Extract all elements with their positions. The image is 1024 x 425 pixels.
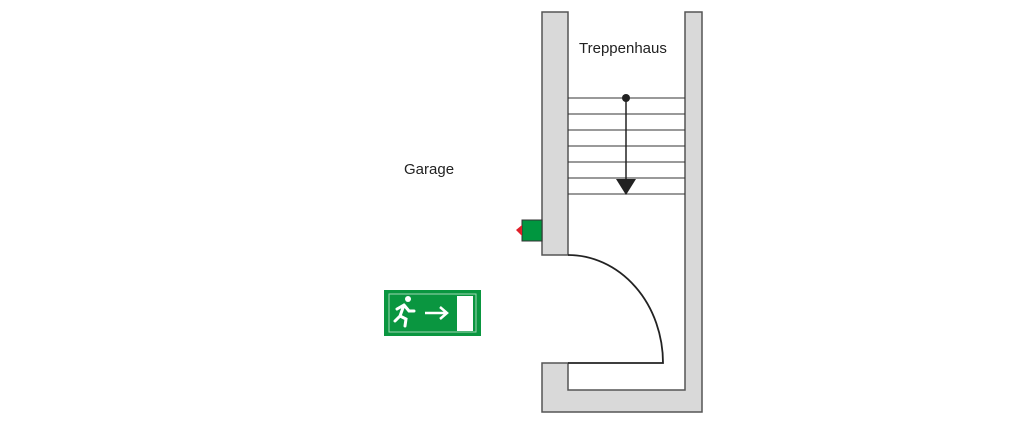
indicator-light-icon: [516, 225, 522, 236]
arrow-right-icon: [425, 306, 449, 320]
stair-direction-arrow-icon: [616, 94, 636, 195]
door-opener-device[interactable]: [521, 219, 543, 242]
exit-sign: [384, 290, 481, 336]
garage-label: Garage: [404, 161, 455, 178]
stairwell-label: Treppenhaus: [579, 40, 667, 57]
right-bottom-wall: [541, 11, 703, 413]
door-icon: [457, 296, 473, 331]
left-wall: [541, 11, 569, 256]
running-man-icon: [393, 296, 416, 328]
door-swing[interactable]: [567, 254, 664, 364]
